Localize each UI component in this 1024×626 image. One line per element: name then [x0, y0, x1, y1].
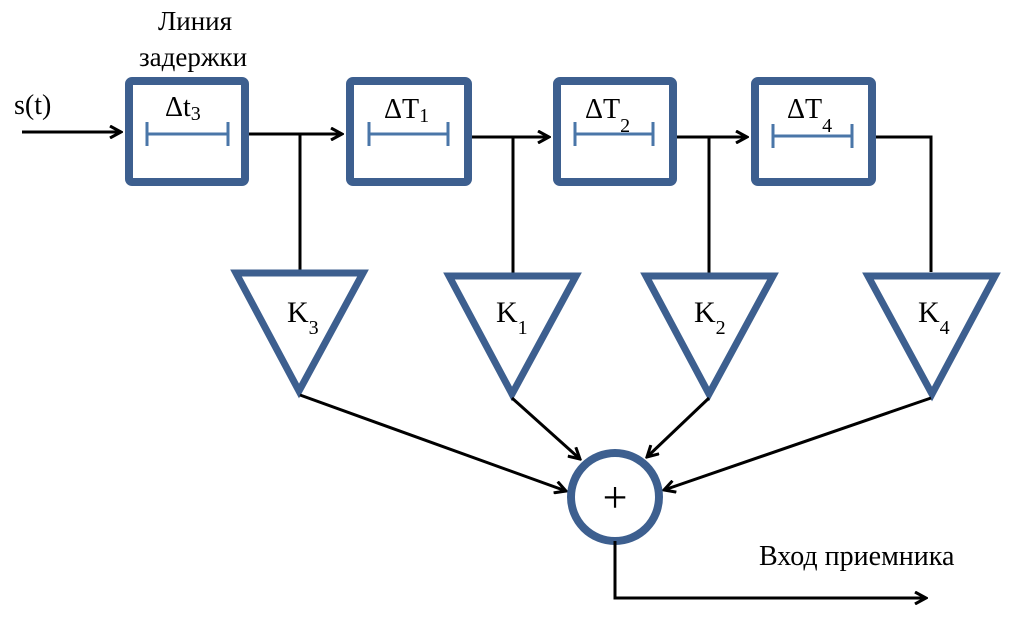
wire-gain1-summer — [299, 393, 566, 491]
svg-text:ΔT1: ΔT1 — [384, 94, 429, 127]
delay-block-3: ΔT2 — [553, 77, 677, 186]
delay-block-1: Δt3 — [125, 77, 249, 186]
delay-symbol: Δt — [165, 92, 191, 123]
gain-subscript: 4 — [940, 317, 950, 339]
svg-text:Δt3: Δt3 — [165, 92, 201, 125]
gain-symbol: K — [694, 296, 716, 329]
delay-symbol: ΔT — [585, 94, 620, 125]
gain-subscript: 3 — [309, 317, 319, 339]
gain-amplifier-4: K4 — [862, 272, 1001, 402]
delay-bar-icon — [367, 122, 450, 146]
input-signal-label: s(t) — [14, 90, 51, 121]
wire-gain4-summer — [664, 396, 932, 490]
delay-line-caption-line2: задержки — [139, 42, 247, 72]
gain-symbol: K — [287, 296, 309, 329]
summer-node: + — [567, 449, 663, 545]
svg-text:K4: K4 — [918, 296, 950, 339]
delay-subscript: 3 — [191, 103, 201, 125]
output-arrow — [613, 541, 926, 598]
svg-text:K1: K1 — [496, 296, 528, 339]
delay-bar-icon — [145, 122, 230, 146]
wire-4-tap — [876, 135, 933, 272]
svg-text:K3: K3 — [287, 296, 319, 339]
wire-gain2-summer — [510, 396, 580, 459]
delay-bar-icon — [771, 124, 854, 148]
delay-symbol: ΔT — [787, 94, 822, 125]
svg-text:ΔT2: ΔT2 — [585, 94, 630, 137]
gain-amplifier-3: K2 — [640, 272, 779, 402]
gain-symbol: K — [918, 296, 940, 329]
delay-block-4: ΔT4 — [751, 77, 876, 186]
delay-symbol: ΔT — [384, 94, 419, 125]
wire-gain3-summer — [647, 396, 711, 457]
plus-icon: + — [603, 473, 628, 522]
gain-amplifier-1: K3 — [230, 269, 369, 399]
output-label: Вход приемника — [759, 541, 955, 572]
svg-text:K2: K2 — [694, 296, 726, 339]
delay-subscript: 4 — [822, 115, 832, 137]
gain-symbol: K — [496, 296, 518, 329]
gain-amplifier-2: K1 — [443, 272, 582, 402]
gain-subscript: 1 — [518, 317, 528, 339]
delay-line-caption-line1: Линия — [158, 6, 232, 36]
svg-text:ΔT4: ΔT4 — [787, 94, 832, 137]
delay-bar-icon — [573, 122, 655, 146]
delay-block-2: ΔT1 — [346, 77, 472, 186]
delay-subscript: 2 — [620, 115, 630, 137]
delay-subscript: 1 — [419, 105, 429, 127]
gain-subscript: 2 — [716, 317, 726, 339]
